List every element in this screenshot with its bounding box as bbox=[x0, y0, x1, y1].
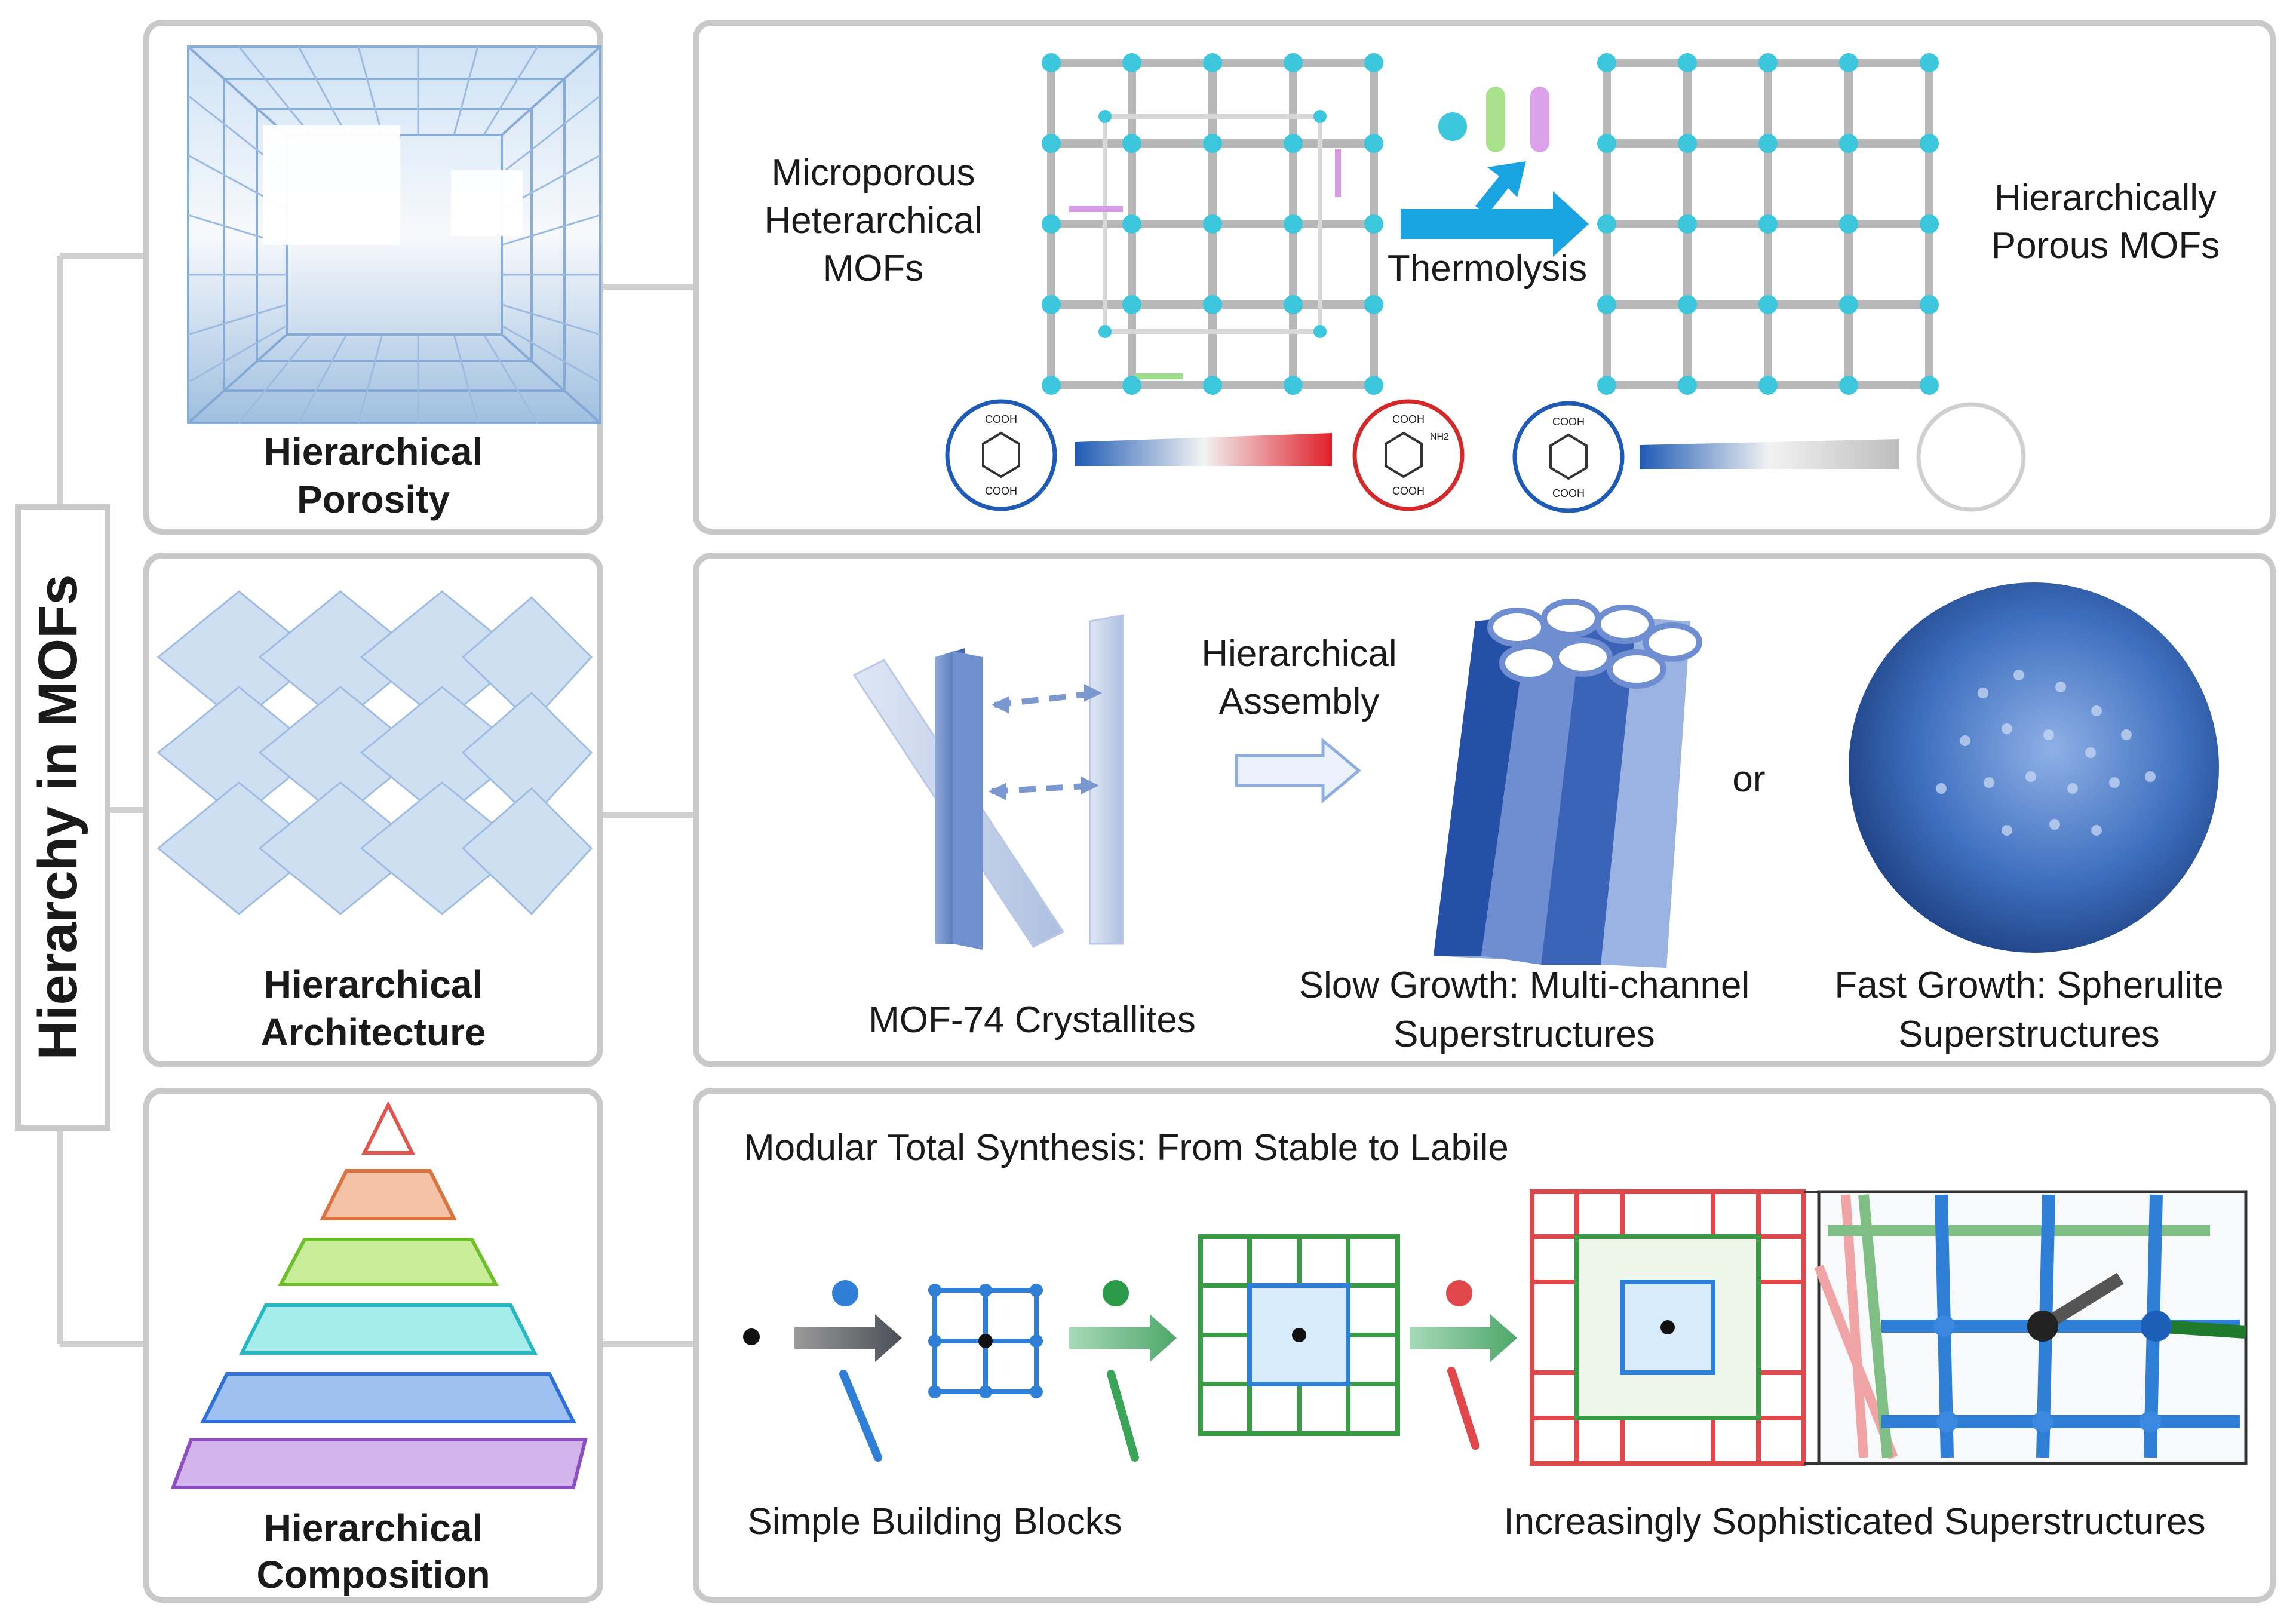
spherulite-superstructure bbox=[1849, 582, 2219, 953]
composition-right-caption: Increasingly Sophisticated Superstructur… bbox=[1503, 1501, 2205, 1542]
assembly-label-1: Hierarchical bbox=[1201, 633, 1396, 674]
porosity-right-text-2: Porous MOFs bbox=[1991, 225, 2220, 266]
ligand-cooh-top: COOH bbox=[985, 413, 1017, 425]
mof74-crystallites bbox=[852, 614, 1124, 950]
ligand-bdc-2: COOH COOH bbox=[1512, 401, 1625, 513]
mof74-label: MOF-74 Crystallites bbox=[868, 999, 1196, 1041]
panel-porosity bbox=[693, 20, 2276, 535]
composition-pyramid bbox=[170, 1101, 588, 1489]
ligand-cooh-bottom: COOH bbox=[985, 485, 1017, 497]
ligand-nh2-group: NH2 bbox=[1430, 432, 1449, 442]
gradient-wedge-grey bbox=[1640, 439, 1899, 469]
ligand-nh2-cooh-bottom: COOH bbox=[1392, 485, 1425, 497]
ligand-nh2-cooh-top: COOH bbox=[1392, 413, 1425, 425]
ligand-bdc-1: COOH COOH bbox=[945, 399, 1057, 511]
composition-label-line2: Composition bbox=[256, 1553, 490, 1596]
ligand-nh2-bdc: COOH NH2 COOH bbox=[1352, 399, 1465, 511]
slow-growth-2: Superstructures bbox=[1393, 1014, 1655, 1055]
slow-growth-1: Slow Growth: Multi-channel bbox=[1299, 965, 1750, 1006]
composition-sequence bbox=[743, 1189, 2248, 1466]
architecture-illustration bbox=[156, 590, 593, 916]
composition-title: Modular Total Synthesis: From Stable to … bbox=[744, 1127, 1509, 1168]
mof-lattice-right bbox=[1597, 53, 1939, 395]
fast-growth-1: Fast Growth: Spherulite bbox=[1834, 965, 2223, 1006]
mof-lattice-left bbox=[1042, 53, 1383, 395]
composition-left-caption: Simple Building Blocks bbox=[747, 1501, 1122, 1542]
gradient-wedge-red bbox=[1075, 433, 1332, 466]
porosity-illustration bbox=[187, 45, 601, 424]
fast-growth-2: Superstructures bbox=[1898, 1014, 2160, 1055]
porosity-left-text-3: MOFs bbox=[823, 248, 924, 289]
side-title: Hierarchy in MOFs bbox=[27, 575, 88, 1060]
assembly-label-2: Assembly bbox=[1219, 681, 1380, 722]
porosity-right-text-1: Hierarchically bbox=[1994, 177, 2217, 219]
assembly-arrow bbox=[1235, 737, 1361, 804]
ligand2-cooh-bottom: COOH bbox=[1552, 487, 1585, 499]
or-label: or bbox=[1732, 759, 1765, 800]
porosity-label-line1: Hierarchical bbox=[264, 430, 483, 473]
composition-label-line1: Hierarchical bbox=[264, 1507, 483, 1550]
thermolysis-label: Thermolysis bbox=[1388, 248, 1587, 289]
porosity-left-text-1: Microporous bbox=[771, 152, 975, 194]
multichannel-superstructure bbox=[1434, 599, 1702, 968]
thermolysis-arrow bbox=[1401, 87, 1589, 257]
porosity-label-line2: Porosity bbox=[297, 478, 450, 521]
architecture-label-line1: Hierarchical bbox=[264, 963, 483, 1006]
side-title-box: Hierarchy in MOFs bbox=[15, 504, 110, 1131]
architecture-label-line2: Architecture bbox=[261, 1011, 486, 1054]
ligand2-cooh-top: COOH bbox=[1552, 416, 1585, 428]
empty-ligand-circle bbox=[1916, 402, 2026, 512]
porosity-left-text-2: Heterarchical bbox=[764, 200, 982, 241]
